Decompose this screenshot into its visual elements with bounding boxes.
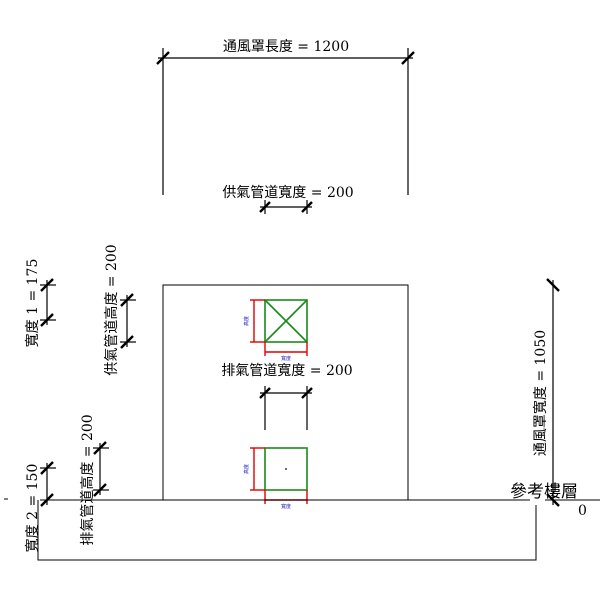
width-1-dimension[interactable]: 寬度 1 = 175 — [24, 259, 56, 348]
width-2-dimension[interactable]: 寬度 2 = 150 — [24, 461, 56, 553]
connector-height-label: 高度 — [243, 316, 250, 326]
hood-length-label: 通風罩長度 = 1200 — [223, 39, 349, 55]
width-2-label: 寬度 2 = 150 — [24, 464, 41, 553]
hood-width-dimension[interactable]: 通風罩寬度 = 1050 — [532, 278, 560, 507]
hood-length-dimension[interactable]: 通風罩長度 = 1200 — [156, 39, 415, 195]
reference-level[interactable]: 參考樓層 0 — [4, 482, 600, 519]
exhaust-connector[interactable]: 高度 寬度 — [243, 447, 308, 510]
hood-width-label: 通風罩寬度 = 1050 — [532, 330, 549, 456]
supply-duct-height-label: 供氣管道高度 = 200 — [103, 244, 120, 375]
exhaust-duct-width-dimension[interactable]: 排氣管道寬度 = 200 — [221, 362, 353, 430]
connector-height-label: 高度 — [243, 464, 250, 474]
supply-duct-height-dimension[interactable]: 供氣管道高度 = 200 — [103, 244, 136, 376]
supply-duct-width-dimension[interactable]: 供氣管道寬度 = 200 — [222, 184, 354, 214]
connector-width-label: 寬度 — [281, 503, 291, 510]
level-name: 參考樓層 — [510, 482, 578, 502]
base-outline[interactable] — [37, 500, 537, 561]
supply-duct-width-label: 供氣管道寬度 = 200 — [222, 184, 353, 201]
exhaust-duct-width-label: 排氣管道寬度 = 200 — [221, 362, 352, 379]
level-elevation: 0 — [578, 503, 587, 519]
connector-width-label: 寬度 — [281, 355, 291, 362]
supply-connector[interactable]: 高度 寬度 — [243, 299, 308, 362]
exhaust-duct-height-dimension[interactable]: 排氣管道高度 = 200 — [79, 414, 109, 546]
width-1-label: 寬度 1 = 175 — [24, 259, 41, 348]
exhaust-duct-height-label: 排氣管道高度 = 200 — [79, 414, 96, 545]
